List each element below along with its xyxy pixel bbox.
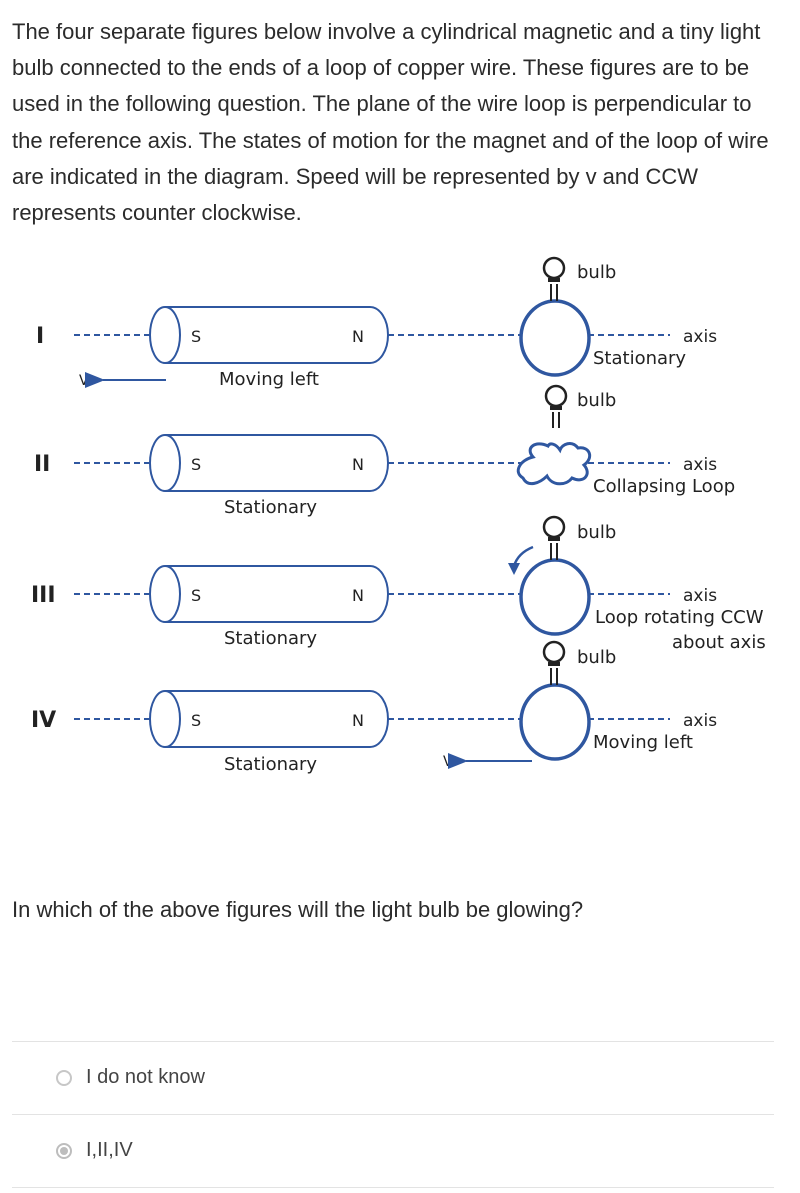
radio-button-selected[interactable]: [56, 1142, 72, 1159]
axis-label: axis: [683, 711, 717, 731]
magnet-state-label: Moving left: [219, 369, 319, 390]
loop-state-label: Collapsing Loop: [593, 476, 735, 497]
axis-label: axis: [683, 327, 717, 347]
divider: [12, 1187, 774, 1188]
loop-state-label: Moving left: [593, 732, 693, 753]
figure-1-numeral: I: [36, 324, 44, 349]
ccw-arrowhead-icon: [508, 563, 520, 575]
bulb-icon: [542, 640, 566, 685]
bar-magnet: [149, 306, 389, 364]
bulb-label: bulb: [577, 647, 616, 668]
figure-3: III S N Stationary bulb axis Loop rotati…: [31, 515, 766, 653]
collapsing-wire-loop: [516, 442, 592, 486]
wire-loop: [519, 683, 591, 761]
magnet-state-label: Stationary: [224, 754, 317, 775]
divider: [12, 1114, 774, 1115]
radio-button[interactable]: [56, 1069, 72, 1086]
loop-state-label: Stationary: [593, 348, 686, 369]
answer-option-i-ii-iv[interactable]: I,II,IV: [56, 1139, 133, 1162]
bulb-label: bulb: [577, 262, 616, 283]
bar-magnet: [149, 690, 389, 748]
figure-2-numeral: II: [34, 452, 50, 477]
figure-3-numeral: III: [31, 583, 56, 608]
question-text: In which of the above figures will the l…: [12, 897, 584, 922]
intro-text: The four separate figures below involve …: [12, 19, 769, 226]
figure-4-numeral: IV: [31, 708, 56, 733]
wire-loop: [519, 558, 591, 636]
magnet-loop-figure: I S N Moving left V bulb axis Stationary…: [31, 256, 766, 775]
loop-state-label-2: about axis: [672, 632, 766, 653]
wire-loop: [519, 299, 591, 377]
magnet-state-label: Stationary: [224, 628, 317, 649]
loop-state-label: Loop rotating CCW: [595, 607, 764, 628]
magnet-state-label: Stationary: [224, 497, 317, 518]
north-pole-label: N: [352, 455, 364, 474]
north-pole-label: N: [352, 327, 364, 346]
axis-label: axis: [683, 586, 717, 606]
velocity-label: V: [79, 373, 89, 389]
divider: [12, 1041, 774, 1042]
option-label: I,II,IV: [86, 1139, 133, 1161]
bulb-label: bulb: [577, 390, 616, 411]
south-pole-label: S: [191, 455, 201, 474]
south-pole-label: S: [191, 711, 201, 730]
bulb-label: bulb: [577, 522, 616, 543]
answer-option-i-do-not-know[interactable]: I do not know: [56, 1066, 205, 1089]
bar-magnet: [149, 565, 389, 623]
figure-4: IV S N Stationary V bulb axis Moving lef…: [31, 640, 717, 775]
option-label: I do not know: [86, 1066, 205, 1088]
south-pole-label: S: [191, 586, 201, 605]
north-pole-label: N: [352, 711, 364, 730]
axis-label: axis: [683, 455, 717, 475]
figure-2: II S N Stationary bulb axis Collapsing L…: [34, 384, 735, 518]
bulb-icon: [542, 256, 566, 301]
bar-magnet: [149, 434, 389, 492]
bulb-icon: [544, 384, 568, 428]
bulb-icon: [542, 515, 566, 560]
figure-1: I S N Moving left V bulb axis Stationary: [36, 256, 717, 390]
north-pole-label: N: [352, 586, 364, 605]
south-pole-label: S: [191, 327, 201, 346]
velocity-label: V: [443, 754, 453, 770]
